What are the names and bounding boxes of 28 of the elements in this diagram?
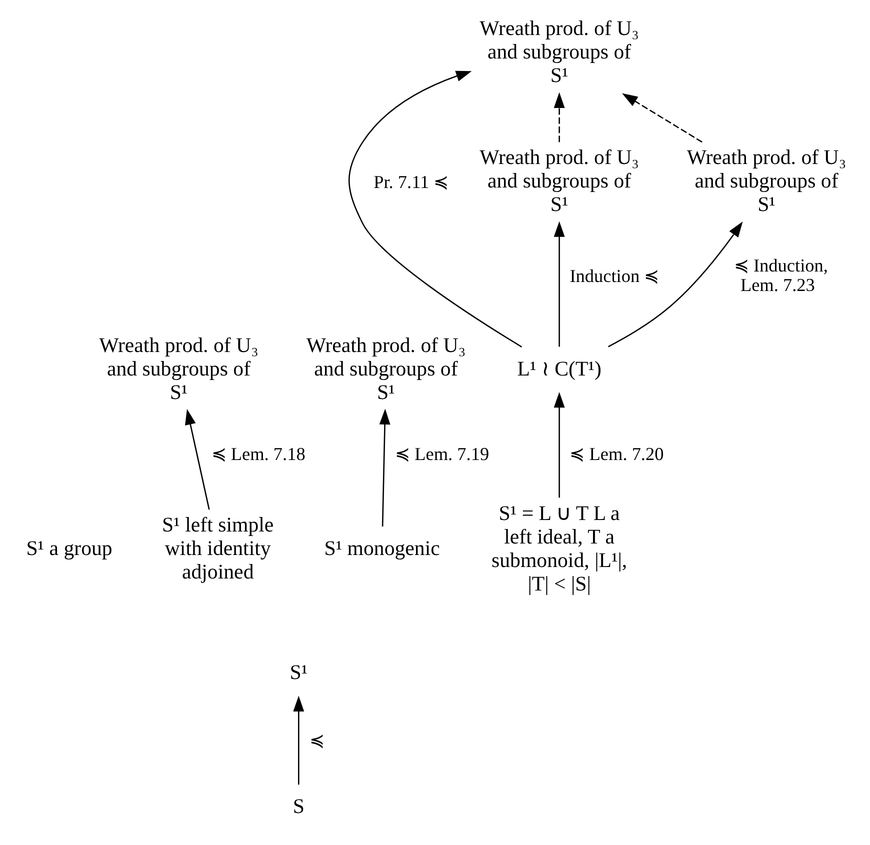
arrow bbox=[553, 392, 564, 498]
node-text: S¹ bbox=[289, 660, 308, 684]
edge-label: Induction ≼ bbox=[569, 266, 659, 286]
arrow bbox=[553, 92, 564, 142]
arrow bbox=[348, 70, 522, 348]
node-text: S bbox=[292, 794, 304, 818]
node-text: S¹ = L ∪ T L a left ideal, T a submonoid, |L¹|, |T| < |S| bbox=[491, 500, 627, 596]
node-text: Wreath prod. of U₃ and subgroups of S¹ bbox=[479, 16, 638, 88]
node-text: Wreath prod. of U₃ and subgroups of S¹ bbox=[306, 332, 466, 404]
node-text: Wreath prod. of U₃ and subgroups of S¹ bbox=[686, 145, 846, 216]
edge-label: ≼ Induction, Lem. 7.23 bbox=[733, 256, 828, 296]
arrow bbox=[622, 93, 702, 143]
edge-label: ≼ bbox=[309, 730, 324, 751]
node-text: S¹ a group bbox=[26, 536, 112, 560]
node-text: Wreath prod. of U₃ and subgroups of S¹ bbox=[98, 332, 258, 404]
edge-label: ≼ Lem. 7.18 bbox=[210, 444, 305, 464]
edge-label: ≼ Lem. 7.20 bbox=[569, 444, 664, 464]
arrow bbox=[292, 696, 304, 785]
arrow bbox=[378, 408, 390, 526]
arrow bbox=[184, 408, 210, 510]
node-text: Wreath prod. of U₃ and subgroups of S¹ bbox=[479, 145, 638, 216]
node-text: S¹ left simple with identity adjoined bbox=[162, 512, 274, 584]
edge-label: ≼ Lem. 7.19 bbox=[394, 444, 489, 464]
node-text: S¹ monogenic bbox=[324, 536, 440, 560]
arrow bbox=[608, 222, 742, 348]
edge-label: Pr. 7.11 ≼ bbox=[373, 172, 448, 192]
node-text: L¹ ≀ C(T¹) bbox=[516, 356, 601, 380]
arrow bbox=[553, 221, 564, 347]
